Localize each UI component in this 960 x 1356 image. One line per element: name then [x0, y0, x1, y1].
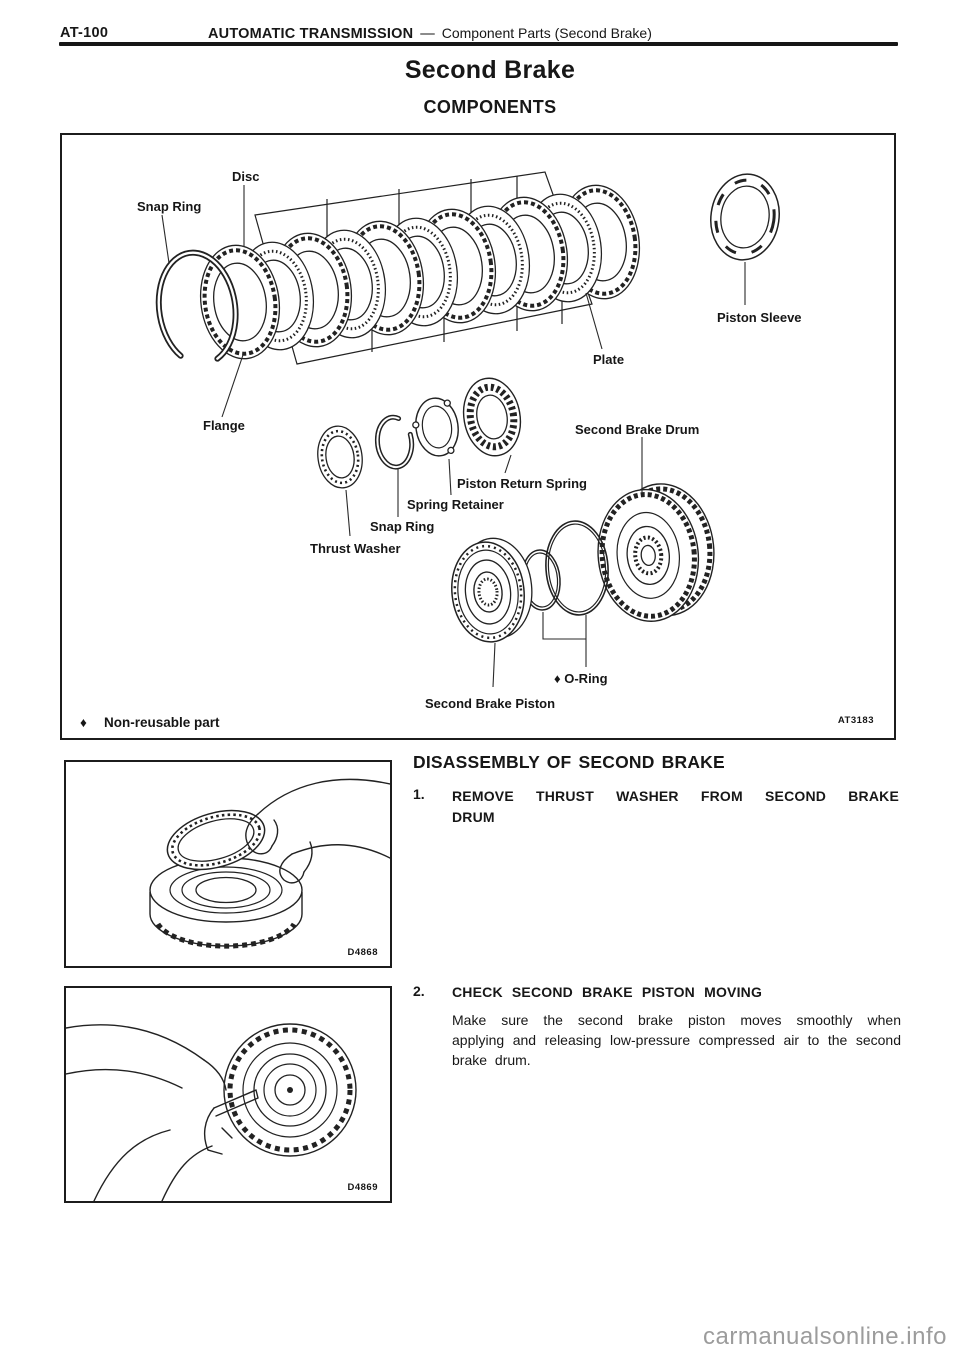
photo-remove-thrust-washer: D4868 — [64, 760, 392, 968]
step-body: Make sure the second brake piston moves … — [452, 1011, 901, 1068]
label-o-ring: ♦ O-Ring — [554, 671, 608, 686]
photo-remove-thrust-washer-svg: D4868 — [149, 778, 390, 958]
components-diagram-svg: Snap Ring Disc Piston Sleeve Plate Flang… — [80, 169, 874, 730]
header-section: AUTOMATIC TRANSMISSION — [208, 26, 414, 42]
step-number: 2. — [413, 983, 425, 999]
photo-check-piston-svg: D4869 — [66, 1023, 379, 1201]
label-thrust-washer: Thrust Washer — [310, 541, 401, 556]
non-reusable-footnote: Non-reusable part — [104, 715, 220, 730]
air-gun-sketch — [203, 1089, 259, 1155]
photo-check-piston: D4869 — [64, 986, 392, 1203]
hand-sketch — [245, 778, 390, 884]
second-brake-drum-part — [597, 483, 715, 622]
label-snap-ring-middle: Snap Ring — [370, 519, 434, 534]
page-subtitle: COMPONENTS — [423, 97, 557, 117]
thrust-washer-part — [317, 425, 363, 489]
step-title: CHECK SECOND BRAKE PISTON MOVING — [452, 984, 763, 1000]
page-title: Second Brake — [404, 56, 576, 84]
step-2: 2. CHECK SECOND BRAKE PISTON MOVING Make… — [413, 983, 901, 1070]
leader-lines — [161, 185, 746, 688]
step-1: 1. REMOVE THRUST WASHER FROM SECOND BRAK… — [413, 786, 899, 828]
snap-ring-middle-part — [374, 414, 415, 470]
watermark: carmanualsonline.info — [703, 1323, 947, 1350]
photo-code: D4869 — [348, 1182, 379, 1193]
label-flange: Flange — [203, 418, 245, 433]
hands-sketch — [66, 1024, 227, 1201]
header-subsection: Component Parts (Second Brake) — [441, 25, 652, 41]
label-piston-sleeve: Piston Sleeve — [717, 310, 802, 325]
drum-sketch — [149, 857, 303, 949]
piston-sleeve-part — [710, 173, 780, 261]
figure-code: AT3183 — [838, 715, 874, 726]
flange-part — [199, 244, 281, 360]
header-rule — [59, 42, 898, 46]
drum-sketch — [223, 1023, 357, 1157]
snap-ring-top-part — [155, 249, 239, 362]
label-second-brake-piston: Second Brake Piston — [425, 696, 555, 711]
label-plate: Plate — [593, 352, 624, 367]
step-title: REMOVE THRUST WASHER FROM SECOND BRAKE D… — [452, 788, 899, 825]
label-snap-ring-top: Snap Ring — [137, 199, 201, 214]
piston-return-spring-part — [462, 377, 522, 457]
thrust-washer-sketch — [166, 809, 266, 871]
photo-code: D4868 — [348, 947, 379, 958]
disc-plate-stack — [199, 184, 641, 360]
disassembly-heading: DISASSEMBLY OF SECOND BRAKE — [413, 752, 725, 772]
header-divider: — — [420, 26, 435, 42]
components-diagram: Snap Ring Disc Piston Sleeve Plate Flang… — [60, 133, 896, 740]
page-code: AT-100 — [60, 25, 109, 41]
label-second-brake-drum: Second Brake Drum — [575, 422, 699, 437]
second-brake-piston-part — [451, 537, 533, 643]
page-header: AUTOMATIC TRANSMISSION — Component Parts (… — [208, 25, 652, 42]
disassembly-section: DISASSEMBLY OF SECOND BRAKE 1. REMOVE TH… — [413, 752, 901, 1068]
label-piston-return-spring: Piston Return Spring — [457, 476, 587, 491]
non-reusable-marker-icon: ♦ — [80, 715, 87, 730]
spring-retainer-part — [412, 397, 459, 457]
o-ring-large-part — [545, 520, 609, 616]
label-disc: Disc — [232, 169, 259, 184]
label-spring-retainer: Spring Retainer — [407, 497, 504, 512]
step-number: 1. — [413, 786, 425, 802]
